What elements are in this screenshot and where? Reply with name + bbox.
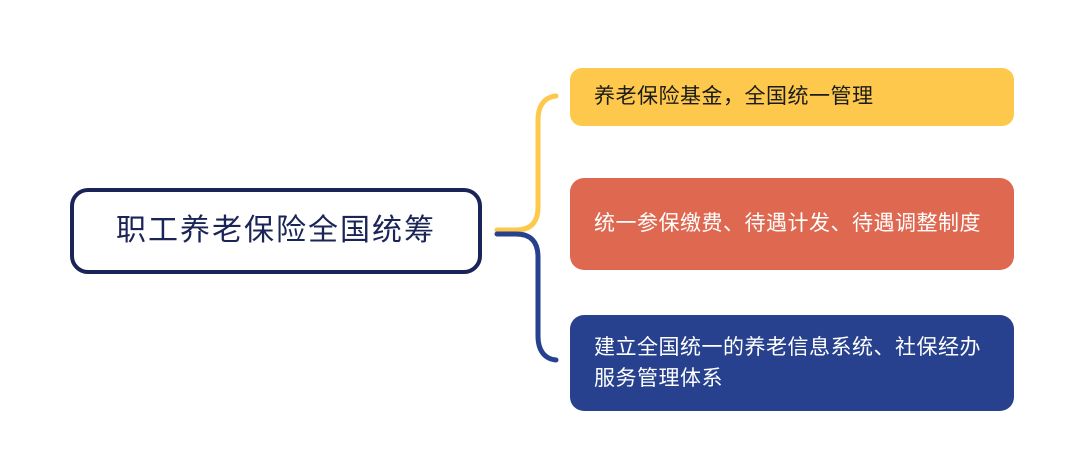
branch-label-info: 建立全国统一的养老信息系统、社保经办服务管理体系 xyxy=(594,335,981,391)
root-node-label: 职工养老保险全国统筹 xyxy=(116,214,436,247)
branch-box-system: 统一参保缴费、待遇计发、待遇调整制度 xyxy=(570,178,1014,270)
branch-label-system: 统一参保缴费、待遇计发、待遇调整制度 xyxy=(594,212,981,236)
root-node: 职工养老保险全国统筹 xyxy=(70,188,482,274)
connector-yellow-upper xyxy=(494,93,559,233)
branch-box-info: 建立全国统一的养老信息系统、社保经办服务管理体系 xyxy=(570,315,1014,411)
connector-navy-lower xyxy=(494,231,559,363)
branch-label-fund: 养老保险基金，全国统一管理 xyxy=(594,85,874,109)
branch-box-fund: 养老保险基金，全国统一管理 xyxy=(570,68,1014,126)
